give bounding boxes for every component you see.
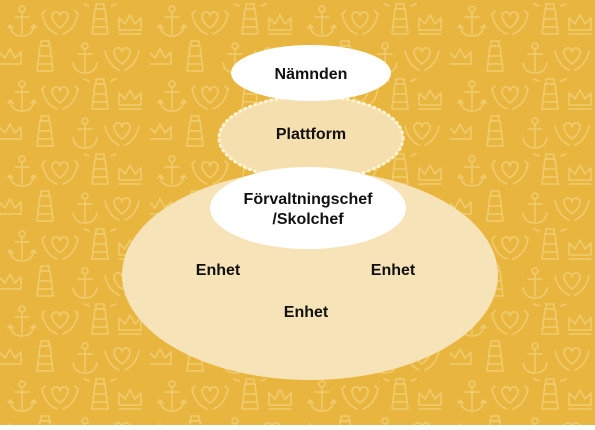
platform-label: Plattform bbox=[276, 126, 346, 143]
management-label-line2: /Skolchef bbox=[272, 211, 344, 228]
unit-right-label: Enhet bbox=[371, 262, 416, 279]
namnden-ellipse bbox=[231, 45, 391, 101]
unit-left-label: Enhet bbox=[196, 262, 241, 279]
management-label-line1: Förvaltningschef bbox=[244, 191, 374, 208]
outer-organization-ellipse bbox=[122, 170, 498, 380]
namnden-label: Nämnden bbox=[275, 66, 348, 83]
management-ellipse bbox=[210, 167, 406, 249]
unit-bottom-label: Enhet bbox=[284, 304, 329, 321]
